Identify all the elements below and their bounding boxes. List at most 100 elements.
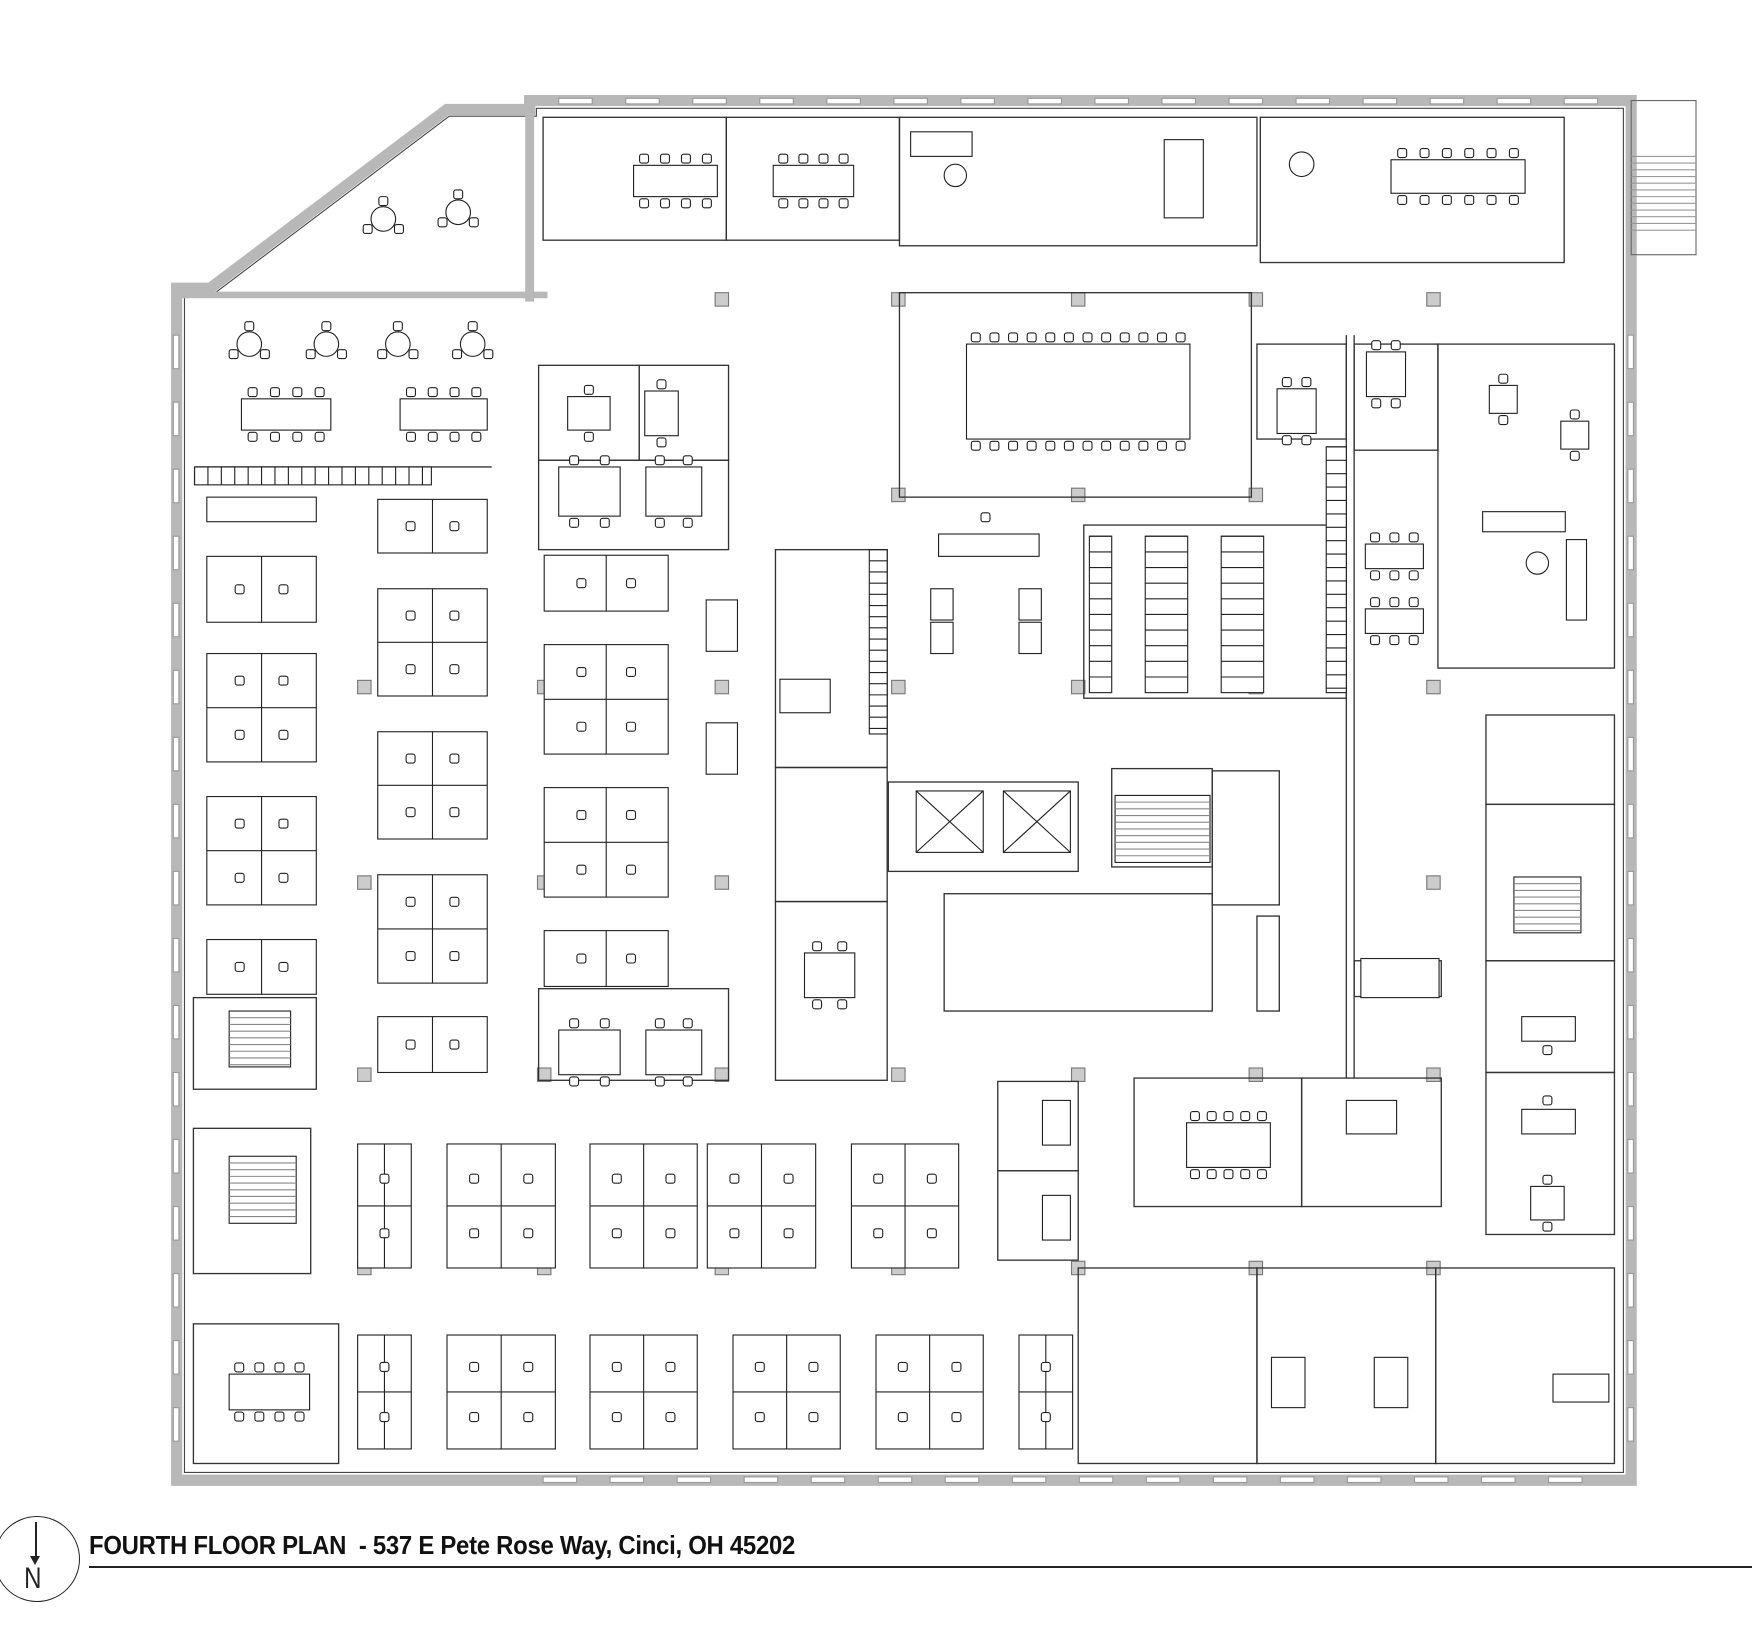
chair xyxy=(989,332,1000,343)
chair xyxy=(1569,409,1580,420)
chair xyxy=(873,1228,884,1239)
chair xyxy=(783,1173,794,1184)
chair xyxy=(639,153,650,164)
chair xyxy=(427,431,438,442)
desk xyxy=(1270,1356,1306,1409)
window xyxy=(676,1476,712,1484)
room-partition xyxy=(1259,116,1565,264)
chair xyxy=(471,387,482,398)
chair xyxy=(278,584,289,595)
desk xyxy=(705,599,739,652)
chair xyxy=(408,349,419,360)
window xyxy=(810,1476,846,1484)
chair xyxy=(818,198,829,209)
chair xyxy=(234,729,245,740)
chair xyxy=(837,941,848,952)
conference-table xyxy=(633,164,718,198)
room-partition xyxy=(1083,524,1347,699)
window xyxy=(1627,669,1634,705)
lounge-table xyxy=(399,398,488,431)
window xyxy=(1627,736,1634,772)
chair xyxy=(405,610,416,621)
chair xyxy=(405,387,417,398)
window xyxy=(1627,535,1634,571)
window xyxy=(944,1476,980,1484)
cafe-table xyxy=(1364,543,1424,570)
chair xyxy=(392,321,403,332)
chair xyxy=(569,455,580,466)
window xyxy=(1627,1407,1634,1442)
chair xyxy=(468,217,479,228)
chair xyxy=(1138,440,1149,451)
chair xyxy=(437,217,448,228)
chair xyxy=(393,223,404,235)
stair xyxy=(1513,876,1582,934)
chair xyxy=(379,1173,390,1184)
chair xyxy=(1408,532,1419,543)
chair xyxy=(234,584,245,595)
chair xyxy=(1189,1169,1200,1180)
window xyxy=(960,97,995,105)
chair xyxy=(1063,440,1074,451)
chair xyxy=(1189,1111,1200,1122)
window xyxy=(172,1340,180,1375)
chair xyxy=(1301,377,1312,388)
chair xyxy=(1464,148,1475,159)
chair xyxy=(278,675,289,686)
column xyxy=(714,292,730,307)
conference-table xyxy=(1390,159,1526,194)
room-partition xyxy=(1256,915,1280,1012)
chair xyxy=(1569,450,1580,461)
office-table xyxy=(644,390,679,437)
chair xyxy=(576,864,587,875)
square-table xyxy=(1488,384,1518,414)
chair xyxy=(1206,1111,1217,1122)
chair xyxy=(625,953,637,964)
chair xyxy=(1369,635,1381,646)
chair xyxy=(1301,435,1312,446)
chair xyxy=(247,431,258,442)
window xyxy=(172,1273,180,1308)
window xyxy=(172,468,180,504)
chair xyxy=(1369,570,1381,581)
chair xyxy=(808,1361,819,1372)
round-table xyxy=(370,206,397,232)
chair xyxy=(1223,1111,1234,1122)
chair xyxy=(405,753,416,764)
chair xyxy=(1082,440,1093,451)
chair xyxy=(569,1018,580,1029)
chair xyxy=(576,721,587,732)
room-partition xyxy=(1485,714,1616,806)
window xyxy=(542,1476,578,1484)
chair xyxy=(405,664,416,675)
window xyxy=(877,1476,913,1484)
window xyxy=(1627,1004,1634,1040)
chair xyxy=(837,999,848,1010)
chair xyxy=(783,1228,794,1239)
column xyxy=(357,679,372,695)
room-partition xyxy=(774,766,888,903)
column xyxy=(891,1067,906,1082)
chair xyxy=(599,1018,610,1029)
chair xyxy=(625,809,637,820)
chair xyxy=(1082,332,1093,343)
chair xyxy=(970,332,981,343)
window xyxy=(1627,937,1634,973)
chair xyxy=(1542,1045,1553,1056)
desk xyxy=(1521,1108,1576,1135)
window xyxy=(1627,870,1634,906)
room-partition xyxy=(192,1127,312,1275)
round-table xyxy=(445,199,472,226)
desk xyxy=(1373,1356,1409,1409)
chair xyxy=(269,387,280,398)
chair xyxy=(523,1412,534,1423)
column xyxy=(714,875,730,890)
chair xyxy=(682,1018,693,1029)
chair xyxy=(599,455,610,466)
chair xyxy=(1389,532,1400,543)
chair xyxy=(569,1076,580,1087)
chair xyxy=(1419,148,1430,159)
chair xyxy=(897,1361,908,1372)
chair xyxy=(449,950,460,962)
chair xyxy=(336,349,348,360)
